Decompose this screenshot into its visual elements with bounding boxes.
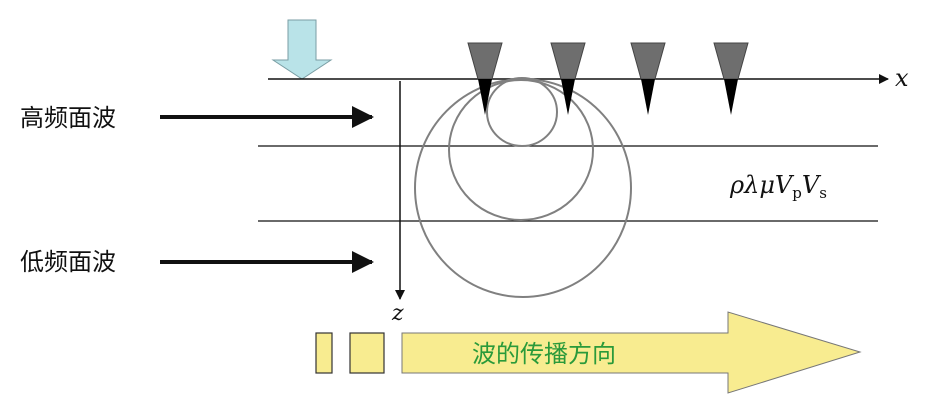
high-frequency-label: 高频面波 bbox=[20, 104, 116, 132]
wavefront-large bbox=[414, 78, 632, 298]
geophone-icon bbox=[630, 42, 666, 80]
geophone-icon bbox=[550, 42, 586, 80]
geophone-4 bbox=[713, 42, 749, 115]
wavefront-small bbox=[486, 77, 558, 147]
wavefront-medium bbox=[448, 79, 594, 221]
geophone-1 bbox=[467, 42, 503, 115]
geophone-2 bbox=[550, 42, 586, 115]
geophone-icon bbox=[467, 42, 503, 80]
propagation-arrow bbox=[401, 311, 862, 394]
geophone-3 bbox=[630, 42, 666, 115]
propagation-block-2 bbox=[349, 332, 385, 374]
z-axis-label: z bbox=[391, 301, 404, 326]
propagation-block-1 bbox=[315, 332, 333, 374]
low-frequency-label: 低频面波 bbox=[20, 248, 116, 276]
propagation-direction-label: 波的传播方向 bbox=[472, 340, 616, 368]
geophone-icon bbox=[713, 42, 749, 80]
source-arrow-icon bbox=[271, 19, 333, 80]
x-axis-label: x bbox=[895, 64, 909, 92]
medium-parameters: ρλμVpVs bbox=[729, 171, 827, 202]
